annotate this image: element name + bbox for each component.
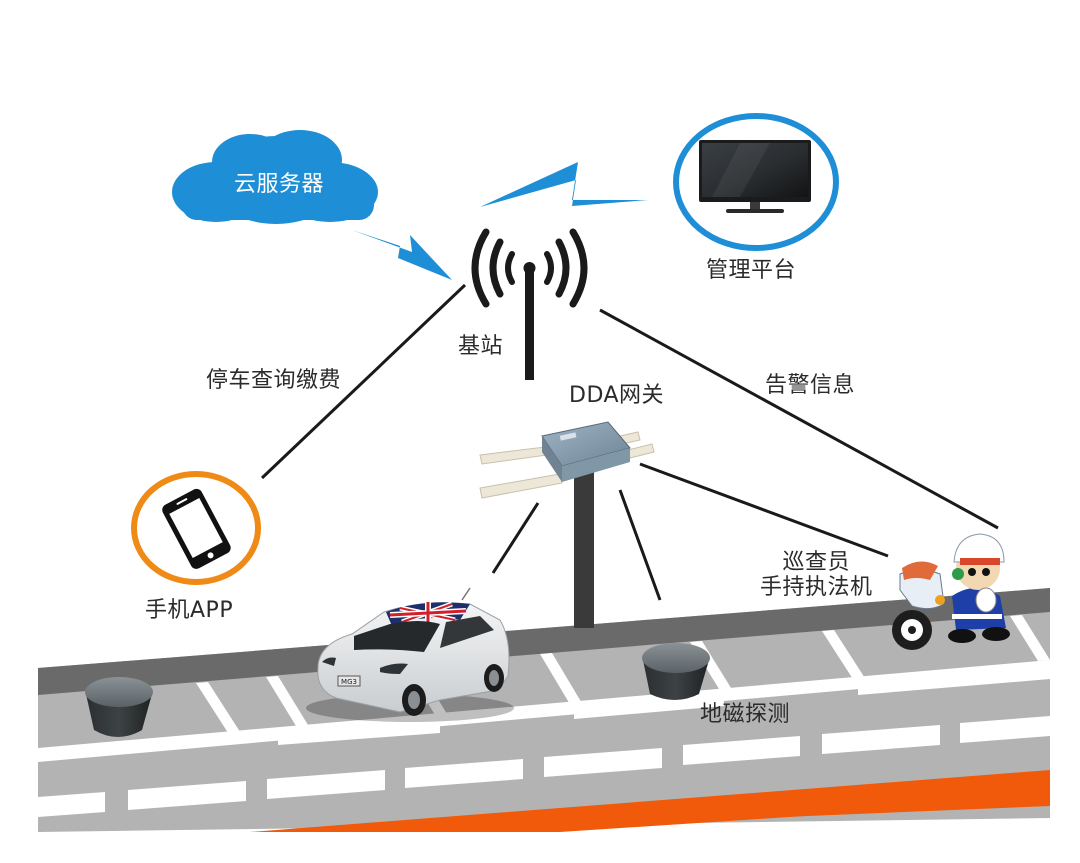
orange-curb-stripe [250, 770, 1050, 832]
sensor-icon [642, 643, 710, 700]
police-motorcycle-icon [892, 533, 1010, 650]
parking-bay-back-lines [278, 668, 1050, 745]
geomagnetic-sensor-label: 地磁探测 [700, 702, 791, 727]
cloud-server-label: 云服务器 [234, 172, 325, 197]
cloud-icon [172, 130, 378, 224]
link-gateway-to-sensor [618, 489, 662, 601]
dda-gateway-label: DDA网关 [569, 383, 665, 408]
wireless-signal-cloud [352, 230, 452, 280]
patrol-officer-node [892, 533, 1010, 650]
base-station-node [471, 228, 588, 380]
management-platform-node [673, 113, 839, 251]
antenna-icon [471, 228, 588, 380]
connection-lines [260, 283, 999, 601]
cloud-server-node [172, 130, 378, 224]
mobile-app-node [131, 471, 261, 585]
parking-query-payment-label: 停车查询缴费 [206, 368, 342, 393]
monitor-icon [699, 140, 811, 213]
sensor-icon [85, 677, 153, 737]
patrol-officer-label: 巡查员 手持执法机 [760, 550, 873, 601]
link-gateway-to-patrol [639, 462, 889, 558]
wireless-signal-platform [480, 162, 648, 207]
management-platform-label: 管理平台 [706, 258, 797, 283]
geomagnetic-sensor-2 [642, 643, 710, 700]
road-curb [38, 588, 1050, 695]
patrol-officer-label-line2: 手持执法机 [760, 575, 873, 601]
patrol-officer-label-line1: 巡查员 [782, 550, 851, 575]
link-base-to-app [260, 283, 467, 480]
road [38, 588, 1050, 832]
dda-gateway-node [479, 421, 655, 628]
smartphone-icon [162, 488, 231, 569]
link-base-to-patrol [599, 308, 999, 530]
geomagnetic-sensor-1 [85, 677, 153, 737]
gateway-pole [574, 470, 594, 628]
lane-dashes [38, 716, 1050, 817]
base-station-label: 基站 [458, 334, 504, 359]
gateway-device-icon [479, 421, 655, 499]
license-plate: MG3 [341, 678, 357, 686]
link-gateway-to-car [491, 502, 540, 574]
alarm-info-label: 告警信息 [765, 373, 856, 398]
parked-car: MG3 [306, 587, 514, 722]
mobile-app-label: 手机APP [145, 598, 234, 623]
